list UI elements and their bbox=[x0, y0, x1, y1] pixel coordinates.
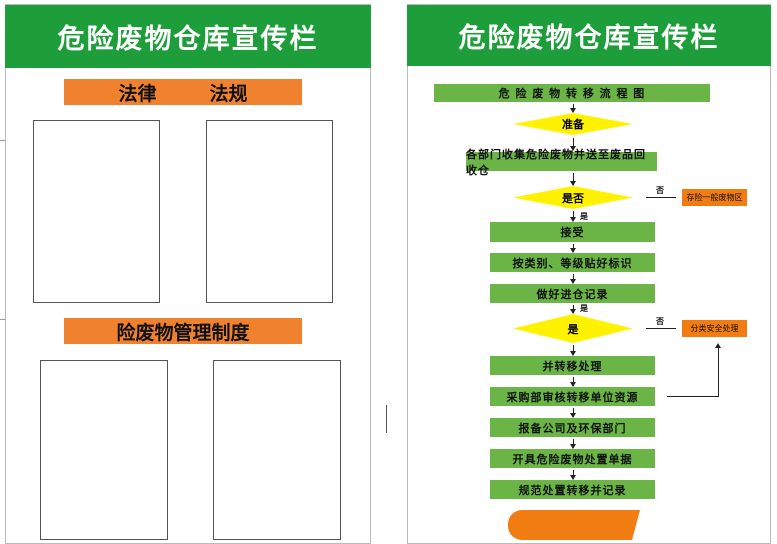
safe-handling: 分类安全处理 bbox=[682, 320, 747, 337]
arrow-icon bbox=[570, 104, 576, 113]
arrow-icon bbox=[570, 244, 576, 253]
arrow-icon bbox=[570, 345, 576, 356]
step-accept: 接受 bbox=[490, 222, 655, 242]
left-board-title: 危险废物仓库宣传栏 bbox=[5, 5, 371, 68]
step-prepare: 准备 bbox=[513, 113, 633, 135]
arrow-icon bbox=[570, 470, 576, 480]
step-transfer: 并转移处理 bbox=[490, 356, 655, 375]
right-board-title: 危险废物仓库宣传栏 bbox=[407, 5, 771, 66]
step-collect: 各部门收集危险废物并送至废品回收仓 bbox=[466, 148, 657, 177]
management-frame-2 bbox=[213, 360, 341, 540]
divider-mark bbox=[386, 405, 387, 433]
step-report: 报备公司及环保部门 bbox=[490, 418, 655, 437]
arrow-icon bbox=[570, 377, 576, 387]
section-management: 险废物管理制度 bbox=[64, 318, 302, 344]
end-shape bbox=[508, 510, 640, 540]
connector-line bbox=[718, 347, 719, 397]
step-record: 做好进仓记录 bbox=[490, 284, 655, 303]
flow-title: 危 险 废 物 转 移 流 程 图 bbox=[434, 84, 710, 102]
arrow-icon bbox=[570, 274, 576, 284]
arrow-up-icon bbox=[715, 343, 721, 348]
arrow-icon bbox=[570, 439, 576, 449]
step-label: 按类别、等级贴好标识 bbox=[490, 253, 655, 272]
arrow-icon bbox=[570, 408, 576, 418]
arrow-icon bbox=[570, 173, 576, 186]
step-standard: 规范处置转移并记录 bbox=[490, 480, 655, 499]
no-label-1: 否 bbox=[656, 186, 664, 195]
yes-label-2: 是 bbox=[580, 304, 588, 313]
no-arrow-line bbox=[646, 328, 676, 329]
no-arrow-line bbox=[646, 197, 676, 198]
arrow-icon bbox=[570, 305, 576, 314]
arrow-icon bbox=[570, 211, 576, 222]
section-laws: 法律 法规 bbox=[64, 79, 302, 105]
yes-label-1: 是 bbox=[580, 212, 588, 221]
connector-line bbox=[667, 396, 719, 397]
management-frame-1 bbox=[40, 360, 168, 540]
general-waste-area: 存险一般废物区 bbox=[682, 189, 747, 206]
no-label-2: 否 bbox=[656, 317, 664, 326]
decision-1: 是否 bbox=[513, 186, 633, 209]
step-issue: 开具危险废物处置单据 bbox=[490, 449, 655, 468]
laws-frame-1 bbox=[33, 120, 160, 303]
arrow-icon bbox=[570, 138, 576, 151]
laws-frame-2 bbox=[206, 120, 333, 303]
step-review: 采购部审核转移单位资源 bbox=[490, 387, 655, 406]
